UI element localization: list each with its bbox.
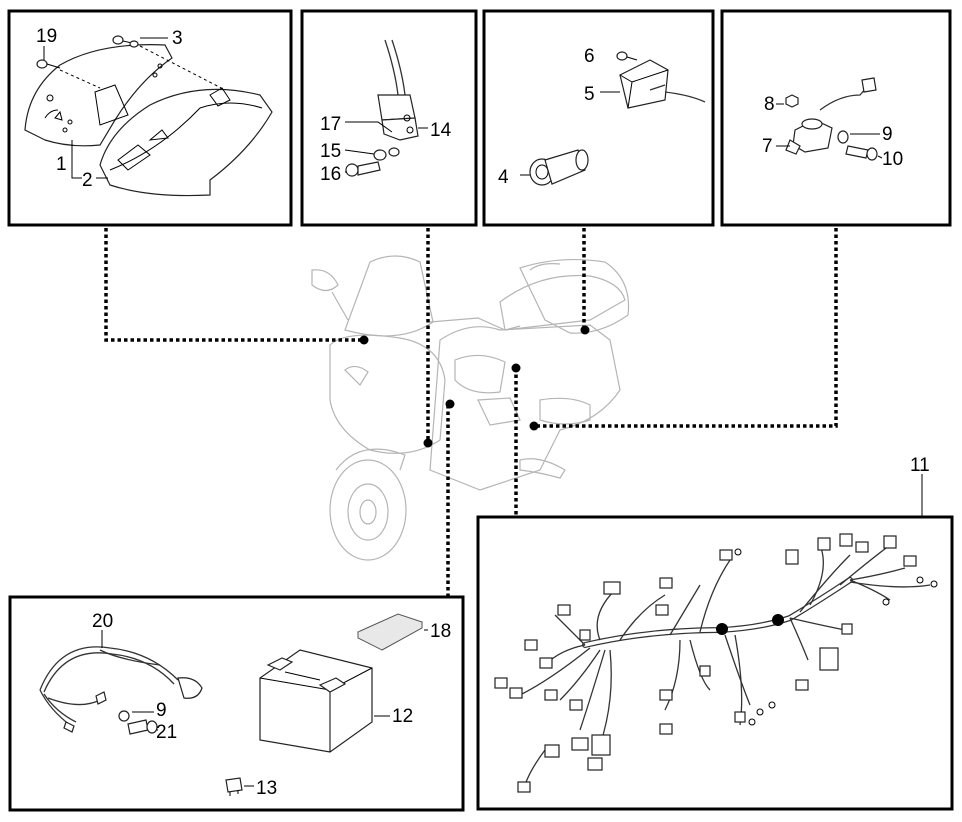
switch-7 [785, 77, 877, 155]
callout-5: 5 [584, 84, 595, 105]
callout-19: 19 [36, 26, 57, 47]
screw-6 [616, 51, 638, 61]
callout-9a: 9 [882, 124, 893, 145]
callout-12: 12 [392, 706, 413, 727]
connector-14 [377, 39, 419, 141]
callout-11: 11 [910, 455, 930, 476]
panel-box-harness [476, 515, 954, 811]
nut-8 [785, 94, 799, 108]
panel-box-battery [8, 595, 465, 812]
callout-6: 6 [584, 46, 595, 67]
side-cover-right [99, 87, 273, 197]
callout-20: 20 [92, 611, 113, 632]
battery-cable-20 [39, 646, 203, 733]
scooter-outline [311, 255, 630, 561]
callout-13: 13 [256, 778, 277, 799]
bolt-10 [845, 145, 878, 161]
callout-18: 18 [430, 621, 451, 642]
bolt-16 [345, 161, 381, 177]
relay-5 [619, 59, 706, 109]
battery-12 [259, 649, 373, 753]
connector-block [603, 581, 621, 595]
callout-10: 10 [882, 149, 903, 170]
callout-4: 4 [498, 167, 509, 188]
panel-box-covers [7, 9, 293, 227]
washer-15 [373, 147, 400, 161]
fuse-holder-18 [356, 613, 424, 651]
socket-4 [529, 149, 589, 186]
fuse-13 [225, 777, 243, 796]
callout-16: 16 [320, 164, 341, 185]
bolt-21 [127, 719, 158, 735]
washer-9b [118, 710, 130, 722]
callout-17: 17 [320, 114, 341, 135]
callout-3: 3 [172, 28, 183, 49]
callout-2: 2 [82, 170, 93, 191]
callout-14: 14 [430, 120, 452, 141]
leader-lines [104, 228, 838, 597]
callout-9b: 9 [156, 700, 167, 721]
washer-9 [837, 130, 849, 144]
wiring-harness-11 [494, 533, 938, 793]
screw-19 [36, 59, 61, 69]
panel-box-socket [482, 9, 715, 227]
callout-1: 1 [56, 154, 67, 175]
side-cover-left [24, 44, 173, 147]
panel-box-connector [300, 9, 478, 227]
callout-15: 15 [320, 141, 341, 162]
callout-7: 7 [762, 136, 773, 157]
callout-21: 21 [156, 722, 177, 743]
location-dots [359, 325, 590, 448]
callout-8: 8 [764, 94, 775, 115]
screw-3 [112, 35, 139, 48]
panel-box-switch [720, 9, 952, 227]
